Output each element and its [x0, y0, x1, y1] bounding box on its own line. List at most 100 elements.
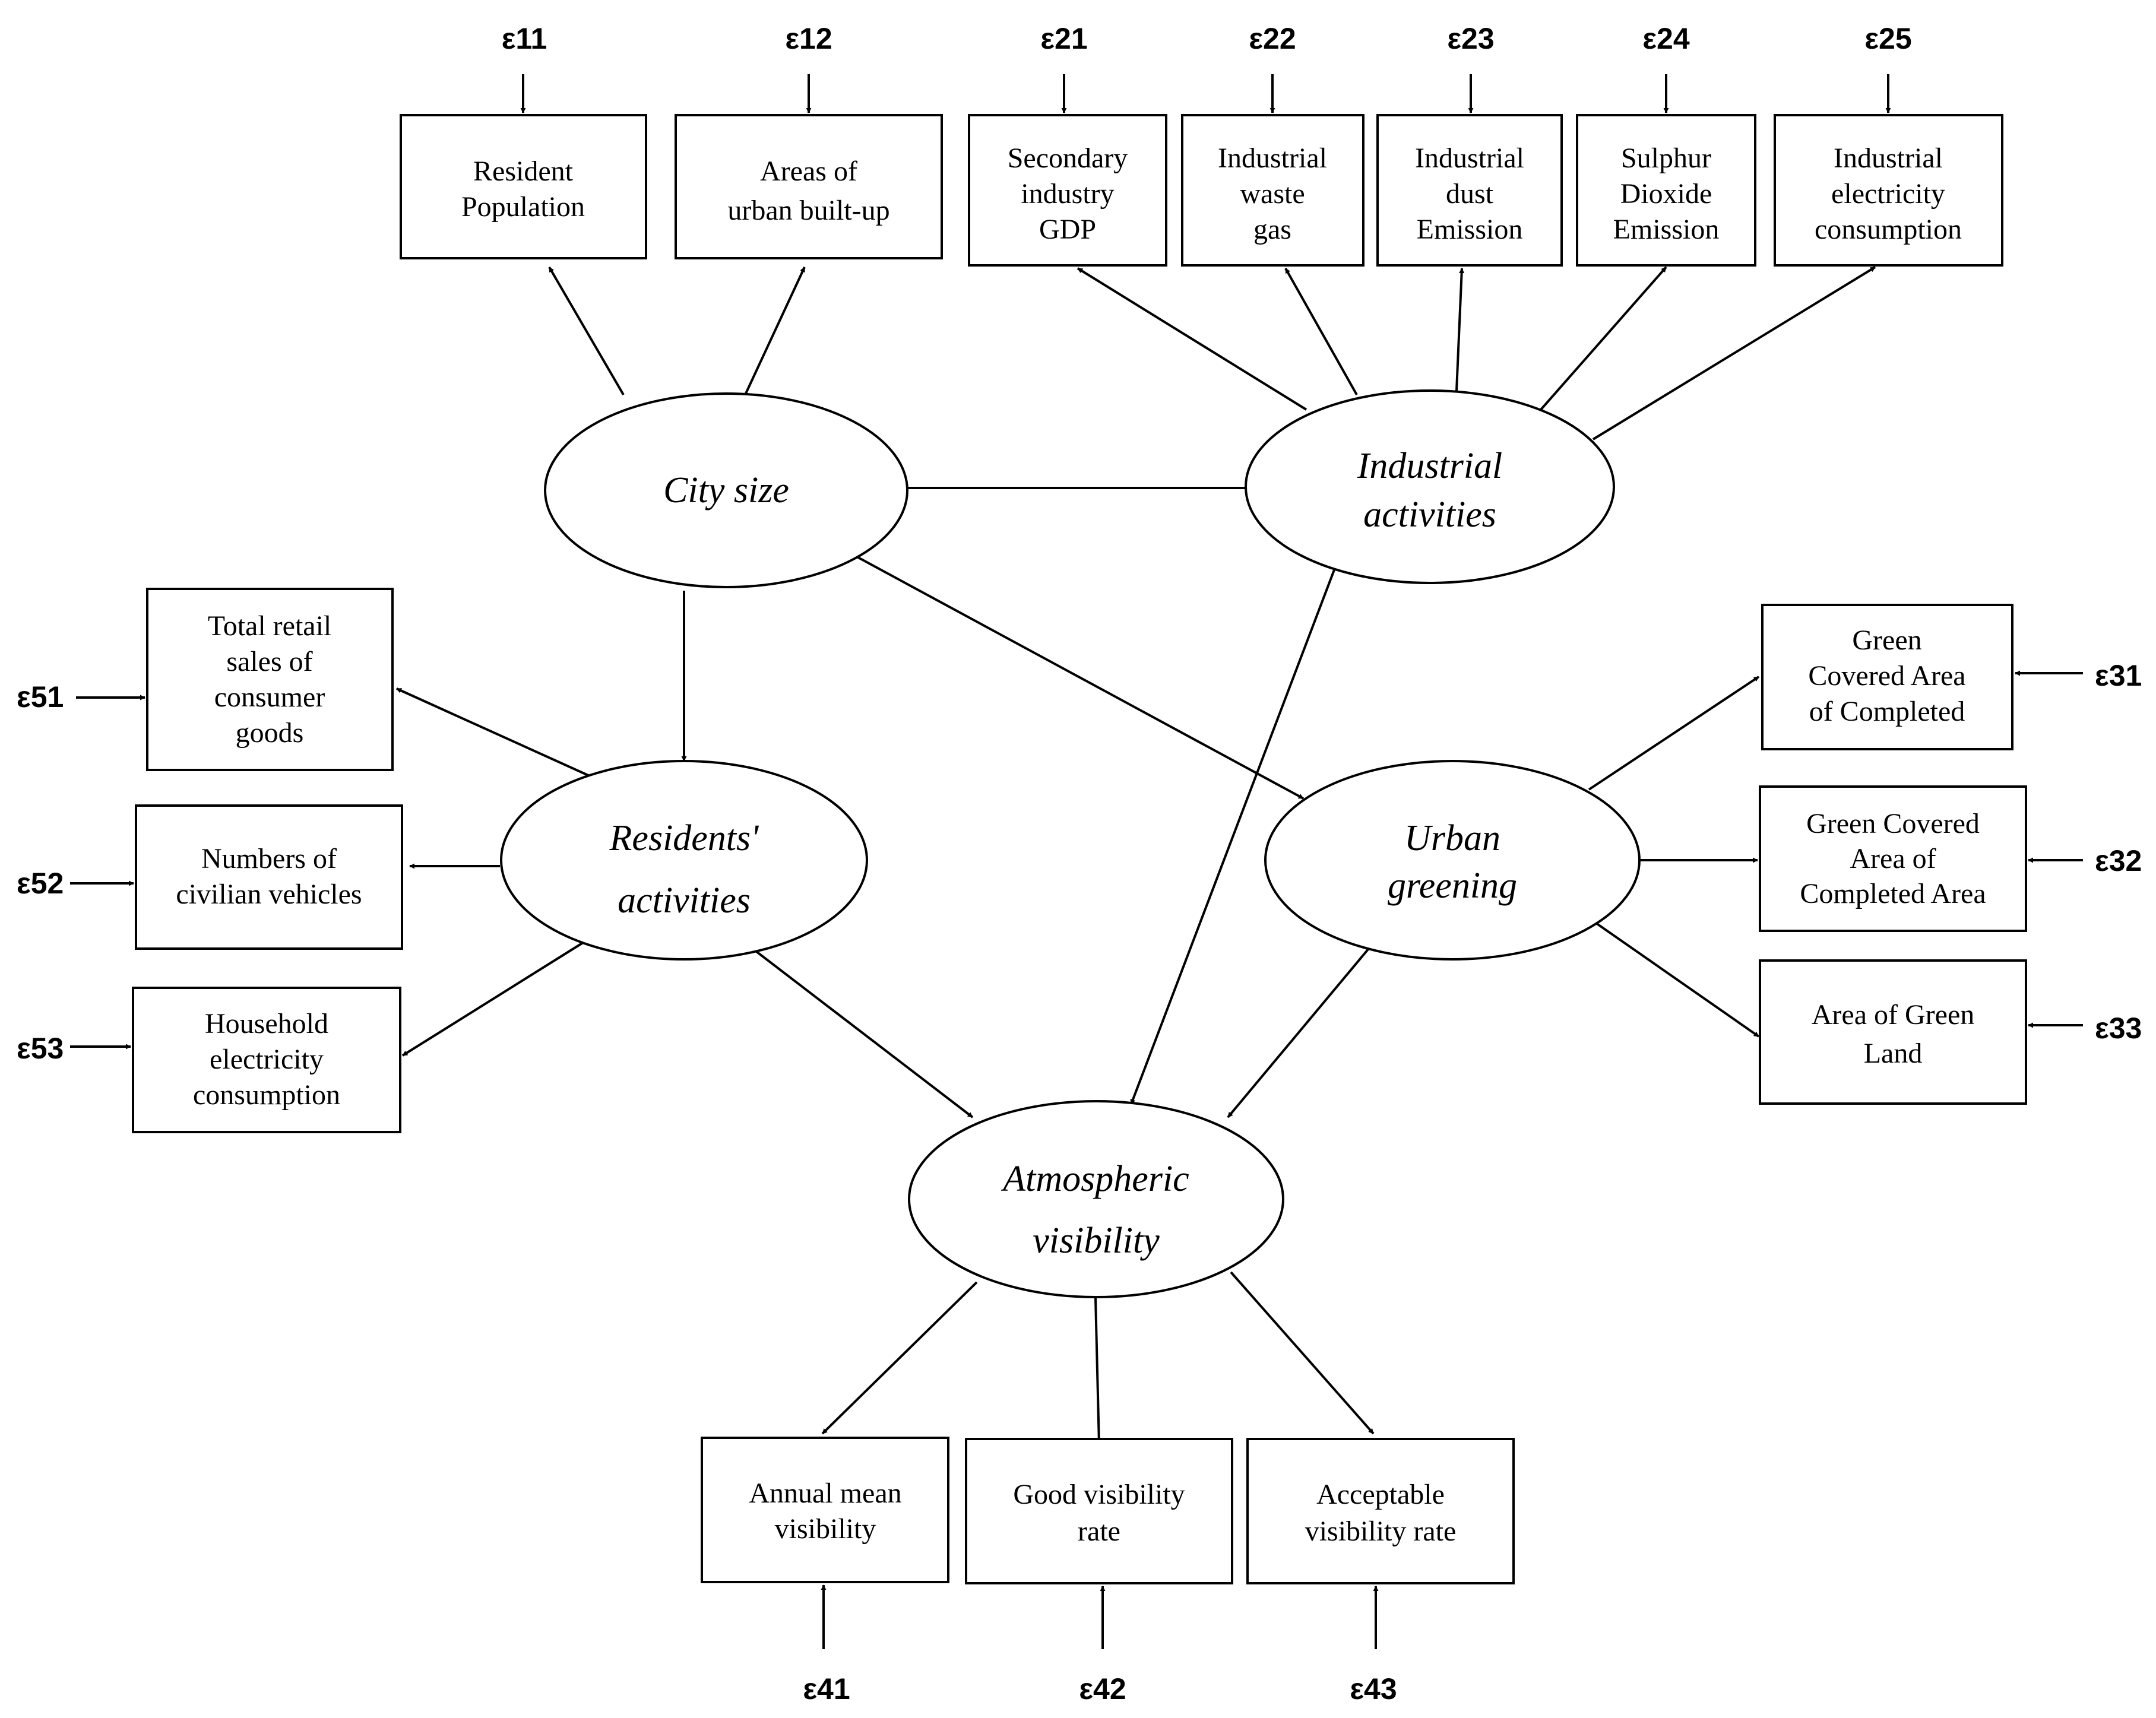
- indicator-label: Green: [1852, 625, 1921, 656]
- latent-industrial-activities: Industrial activities: [1245, 389, 1615, 584]
- indicator-label: Area of: [1850, 843, 1936, 874]
- edge-greening-to-atmospheric: [1227, 947, 1370, 1118]
- indicator-label: urban built-up: [727, 195, 889, 226]
- indicator-label: goods: [236, 717, 304, 749]
- error-term-e53: ε53: [17, 1032, 64, 1065]
- edge-industrial-to-secondary-gdp: [1077, 267, 1307, 411]
- edge-industrial-to-dust-emission: [1455, 268, 1465, 391]
- indicator-label: Industrial: [1218, 142, 1327, 174]
- latent-label: Atmospheric: [1001, 1159, 1189, 1199]
- error-term-e52: ε52: [17, 867, 64, 900]
- indicator-label: Covered Area: [1808, 660, 1965, 692]
- indicator-label: Emission: [1417, 214, 1523, 245]
- indicator-label: waste: [1240, 178, 1305, 210]
- error-term-e23: ε23: [1447, 22, 1494, 55]
- latent-urban-greening: Urban greening: [1264, 760, 1641, 961]
- indicator-label: Household: [205, 1008, 328, 1039]
- indicator-label: dust: [1446, 178, 1494, 210]
- indicator-label: visibility rate: [1305, 1516, 1457, 1547]
- indicator-label: electricity: [210, 1044, 324, 1075]
- indicator-label: sales of: [226, 646, 312, 677]
- indicator-good-visibility-rate: Good visibility rate: [965, 1438, 1233, 1584]
- indicator-label: Resident: [473, 156, 574, 187]
- error-term-e12: ε12: [785, 22, 832, 55]
- indicator-industrial-electricity-consumption: Industrial electricity consumption: [1774, 114, 2003, 267]
- error-term-e51: ε51: [17, 680, 64, 714]
- indicator-resident-population: Resident Population: [400, 114, 647, 259]
- latent-city-size: City size: [544, 392, 908, 588]
- indicator-label: consumption: [193, 1079, 340, 1111]
- error-term-e43: ε43: [1350, 1672, 1397, 1706]
- indicator-label: Industrial: [1415, 142, 1524, 174]
- error-term-e32: ε32: [2095, 844, 2142, 877]
- indicator-label: Acceptable: [1316, 1479, 1445, 1510]
- indicator-label: rate: [1078, 1516, 1120, 1547]
- indicator-label: Industrial: [1834, 142, 1943, 174]
- indicator-green-covered-area-completed: Green Covered Area of Completed: [1761, 604, 2013, 750]
- indicator-civilian-vehicles: Numbers of civilian vehicles: [135, 804, 403, 950]
- indicator-label: consumption: [1815, 214, 1962, 245]
- indicator-label: Annual mean: [749, 1478, 901, 1509]
- indicator-label: of Completed: [1809, 696, 1965, 727]
- indicator-label: civilian vehicles: [176, 879, 362, 910]
- indicator-label: Total retail: [208, 610, 332, 642]
- latent-label: visibility: [1033, 1221, 1160, 1261]
- indicator-label: consumer: [214, 682, 325, 713]
- indicator-label: Secondary: [1008, 142, 1128, 174]
- edge-industrial-to-atmospheric: [1130, 569, 1335, 1105]
- indicator-label: industry: [1021, 178, 1114, 210]
- edge-city-to-resident-population: [548, 266, 625, 396]
- indicator-label: Dioxide: [1620, 178, 1712, 210]
- latent-label: Urban: [1404, 818, 1500, 858]
- error-term-e33: ε33: [2095, 1012, 2142, 1045]
- indicator-label: Land: [1864, 1038, 1923, 1069]
- edge-atmospheric-to-good-rate: [1094, 1298, 1102, 1445]
- indicator-label: GDP: [1039, 214, 1096, 245]
- latent-label: City size: [663, 470, 789, 511]
- indicator-label: Good visibility: [1013, 1479, 1185, 1510]
- error-term-e31: ε31: [2095, 659, 2142, 692]
- latent-label: activities: [1363, 495, 1496, 535]
- indicator-label: Completed Area: [1800, 878, 1986, 909]
- latent-label: activities: [618, 880, 751, 921]
- error-term-e21: ε21: [1040, 22, 1087, 55]
- indicator-industrial-waste-gas: Industrial waste gas: [1181, 114, 1364, 267]
- error-term-e25: ε25: [1864, 22, 1911, 55]
- indicator-household-electricity: Household electricity consumption: [132, 987, 401, 1133]
- latent-label: Industrial: [1357, 446, 1503, 486]
- indicator-sulphur-dioxide-emission: Sulphur Dioxide Emission: [1576, 114, 1756, 267]
- edge-city-to-greening: [837, 545, 1304, 800]
- latent-residents-activities: Residents' activities: [500, 760, 868, 961]
- edge-city-to-urban-built-up: [744, 267, 806, 395]
- indicator-acceptable-visibility-rate: Acceptable visibility rate: [1246, 1438, 1515, 1584]
- latent-label: Residents': [609, 818, 760, 858]
- edge-atmospheric-to-annual-mean: [821, 1281, 978, 1435]
- indicator-label: gas: [1253, 214, 1291, 245]
- indicator-secondary-industry-gdp: Secondary industry GDP: [968, 114, 1167, 267]
- edge-greening-to-green-land: [1595, 922, 1760, 1038]
- edge-industrial-to-electricity: [1592, 266, 1876, 440]
- indicator-label: Population: [461, 191, 585, 223]
- error-term-e42: ε42: [1079, 1672, 1126, 1706]
- indicator-green-covered-completed-area: Green Covered Area of Completed Area: [1759, 785, 2027, 932]
- indicator-label: Green Covered: [1806, 808, 1980, 839]
- indicator-label: visibility: [775, 1513, 876, 1545]
- latent-atmospheric-visibility: Atmospheric visibility: [908, 1100, 1284, 1298]
- edge-industrial-to-waste-gas: [1284, 268, 1358, 395]
- edge-residents-to-household-electricity: [401, 940, 586, 1057]
- edge-atmospheric-to-acceptable-rate: [1230, 1271, 1375, 1435]
- indicator-label: Areas of: [760, 156, 857, 187]
- edge-residents-to-retail-sales: [396, 687, 591, 778]
- latent-label: greening: [1388, 866, 1517, 906]
- indicator-label: Area of Green: [1812, 999, 1975, 1031]
- indicator-total-retail-sales: Total retail sales of consumer goods: [146, 588, 394, 771]
- error-term-e41: ε41: [803, 1672, 850, 1706]
- indicator-label: Numbers of: [201, 843, 337, 874]
- indicator-label: Sulphur: [1621, 142, 1711, 174]
- edge-residents-to-atmospheric: [753, 949, 974, 1118]
- indicator-label: Emission: [1613, 214, 1720, 245]
- indicator-areas-urban-built-up: Areas of urban built-up: [675, 114, 943, 259]
- indicator-area-of-green-land: Area of Green Land: [1759, 959, 2027, 1105]
- error-term-e24: ε24: [1642, 22, 1690, 55]
